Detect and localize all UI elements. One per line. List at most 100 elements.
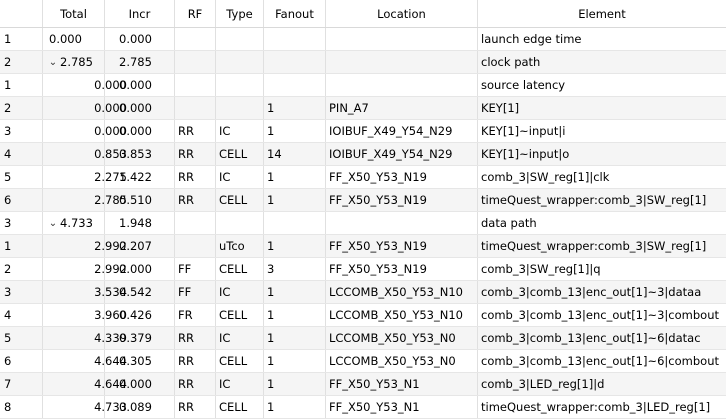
fanout-cell [264, 212, 326, 234]
type-cell [216, 97, 264, 119]
location-cell: FF_X50_Y53_N19 [326, 166, 478, 188]
type-cell [216, 51, 264, 73]
column-header-fanout[interactable]: Fanout [264, 0, 326, 27]
location-cell: PIN_A7 [326, 97, 478, 119]
rf-cell: RR [175, 327, 216, 349]
table-header: Total Incr RF Type Fanout Location Eleme… [0, 0, 726, 28]
fanout-cell: 14 [264, 143, 326, 165]
element-cell: clock path [481, 55, 541, 69]
chevron-down-icon[interactable]: ⌄ [48, 56, 58, 68]
type-cell: IC [216, 166, 264, 188]
row-number: 3 [0, 120, 43, 142]
location-cell: FF_X50_Y53_N19 [326, 189, 478, 211]
type-cell: CELL [216, 304, 264, 326]
total-value: 3.534 [94, 285, 127, 299]
fanout-cell: 1 [264, 350, 326, 372]
column-header-location[interactable]: Location [326, 0, 478, 27]
total-cell: 3.534 [43, 281, 127, 303]
location-cell: IOIBUF_X49_Y54_N29 [326, 120, 478, 142]
element-cell: comb_3|SW_reg[1]|q [481, 262, 601, 276]
element-cell: KEY[1]~input|i [481, 124, 566, 138]
rf-cell [175, 51, 216, 73]
row-number: 4 [0, 143, 43, 165]
incr-cell: 0.000 [105, 120, 175, 142]
fanout-cell [264, 74, 326, 96]
column-header-incr[interactable]: Incr [105, 0, 175, 27]
incr-cell: 0.089 [105, 396, 175, 418]
type-cell [216, 28, 264, 50]
total-cell: 0.853 [43, 143, 127, 165]
rf-cell [175, 212, 216, 234]
type-cell: IC [216, 120, 264, 142]
incr-cell: 2.785 [105, 51, 175, 73]
column-header-type[interactable]: Type [216, 0, 264, 27]
element-cell: data path [481, 216, 537, 230]
row-number: 4 [0, 304, 43, 326]
location-cell [326, 74, 478, 96]
element-cell: comb_3|comb_13|enc_out[1]~6|combout [481, 354, 720, 368]
element-cell: comb_3|comb_13|enc_out[1]~3|dataa [481, 285, 702, 299]
chevron-down-icon[interactable]: ⌄ [48, 217, 58, 229]
total-value: 0.000 [94, 101, 127, 115]
total-cell: 0.000 [43, 28, 105, 50]
type-cell: CELL [216, 350, 264, 372]
location-cell [326, 212, 478, 234]
column-header-total[interactable]: Total [43, 0, 105, 27]
total-cell: 0.000 [43, 120, 127, 142]
element-cell: launch edge time [481, 32, 582, 46]
element-cell: source latency [481, 78, 566, 92]
rf-cell: RR [175, 189, 216, 211]
total-cell: 2.275 [43, 166, 127, 188]
incr-cell: 0.542 [105, 281, 175, 303]
element-cell: timeQuest_wrapper:comb_3|SW_reg[1] [481, 239, 707, 253]
column-header-element[interactable]: Element [578, 6, 626, 21]
total-value: 4.644 [94, 354, 127, 368]
location-cell: LCCOMB_X50_Y53_N10 [326, 304, 478, 326]
total-value: 0.000 [94, 124, 127, 138]
fanout-cell [264, 28, 326, 50]
element-cell: timeQuest_wrapper:comb_3|LED_reg[1] [481, 400, 711, 414]
total-cell: 2.992 [43, 235, 127, 257]
rf-cell [175, 28, 216, 50]
rf-cell: RR [175, 143, 216, 165]
fanout-cell: 1 [264, 189, 326, 211]
incr-cell: 0.000 [105, 373, 175, 395]
total-cell: 0.000 [43, 74, 127, 96]
total-value: 4.733 [60, 216, 93, 230]
row-number: 6 [0, 189, 43, 211]
row-number: 3 [0, 212, 43, 234]
total-value: 0.000 [49, 32, 82, 46]
rf-cell [175, 235, 216, 257]
row-number: 3 [0, 281, 43, 303]
total-cell: 4.644 [43, 350, 127, 372]
total-cell: ⌄4.733 [43, 212, 105, 234]
fanout-cell: 1 [264, 304, 326, 326]
rf-cell: FF [175, 281, 216, 303]
row-number: 2 [0, 51, 43, 73]
row-number: 6 [0, 350, 43, 372]
type-cell: CELL [216, 396, 264, 418]
column-header-rf[interactable]: RF [175, 0, 216, 27]
fanout-cell: 1 [264, 120, 326, 142]
type-cell: CELL [216, 143, 264, 165]
total-value: 2.785 [94, 193, 127, 207]
type-cell: CELL [216, 258, 264, 280]
incr-cell: 0.207 [105, 235, 175, 257]
